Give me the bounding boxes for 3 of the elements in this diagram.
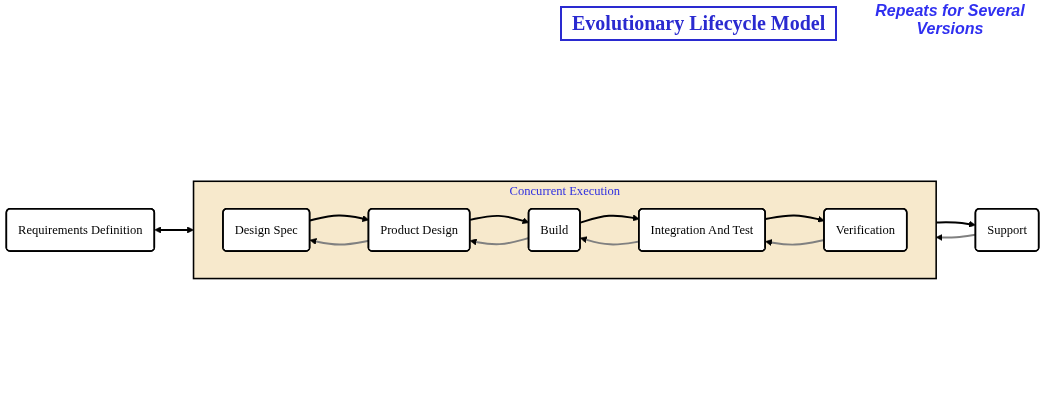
note-text: Repeats for Several Versions [874,2,1026,38]
arrow [154,226,194,234]
diagram-title: Evolutionary Lifecycle Model [560,6,838,41]
